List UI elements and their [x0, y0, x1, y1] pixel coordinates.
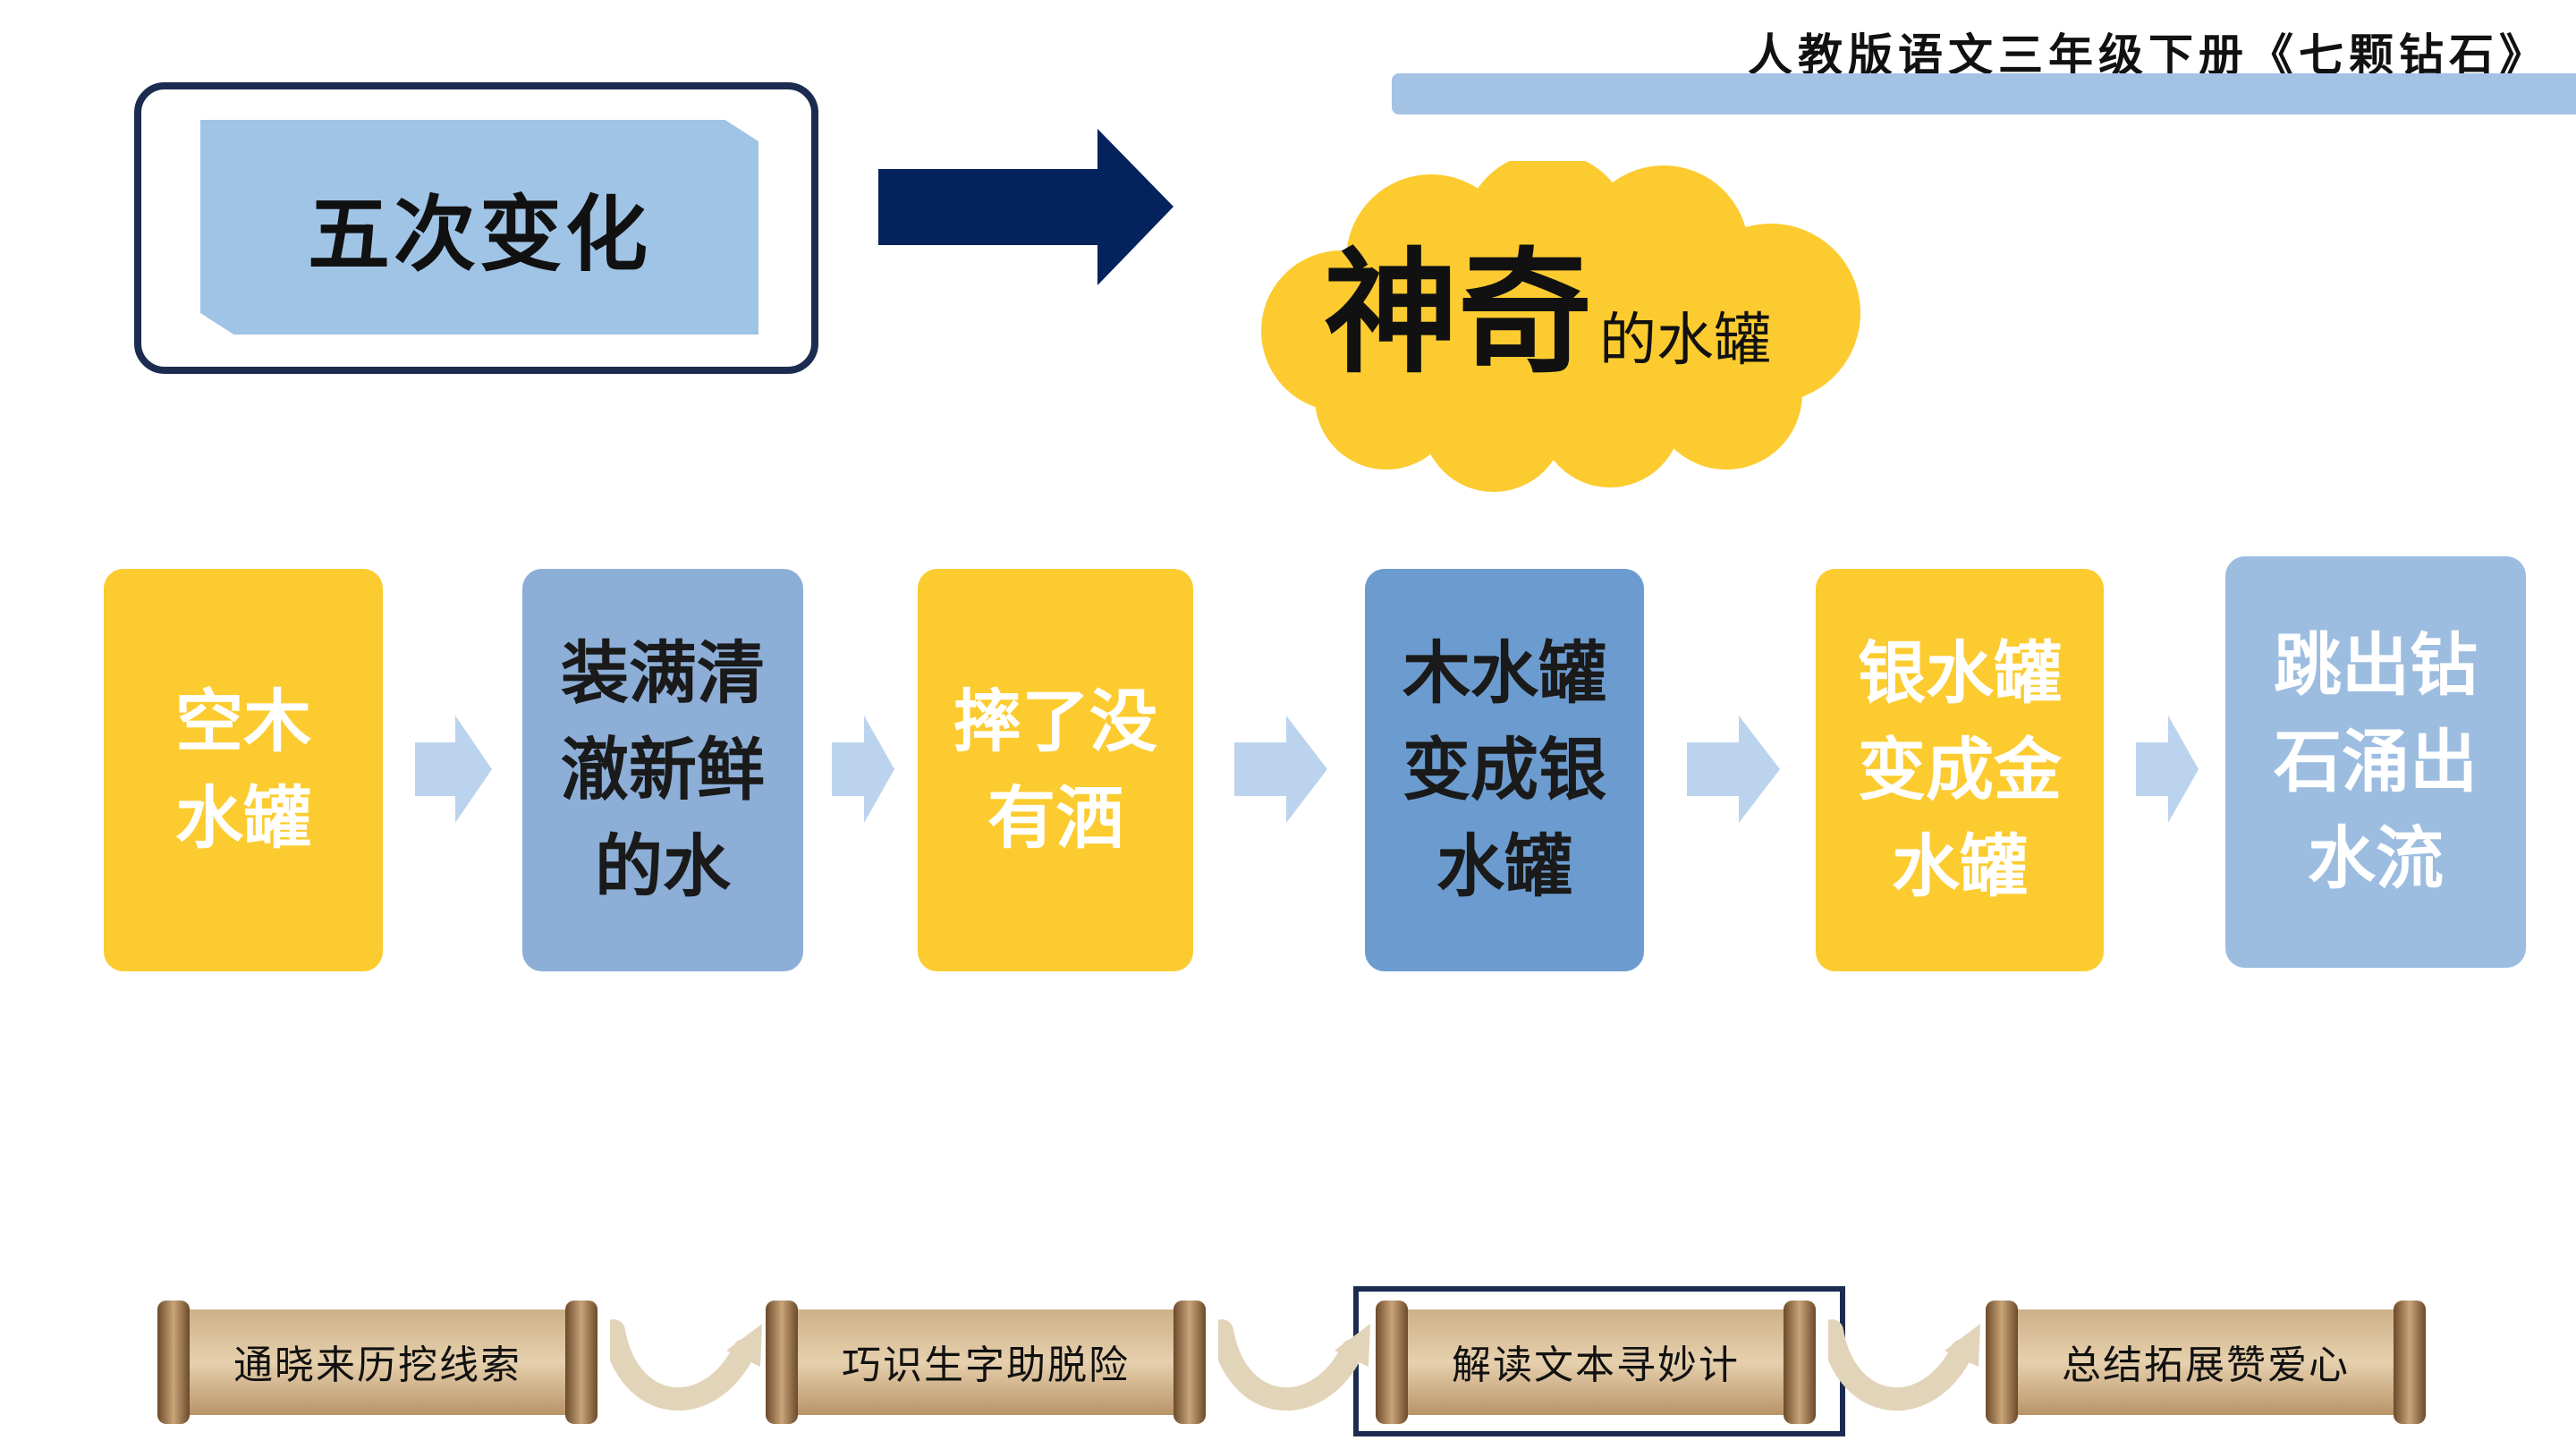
nav-scroll-2[interactable]: 巧识生字助脱险	[762, 1295, 1209, 1428]
flow-step-6: 跳出钻 石涌出 水流	[2225, 556, 2526, 968]
flow-step-2: 装满清 澈新鲜 的水	[522, 569, 803, 971]
section-label-box: 五次变化	[200, 120, 758, 335]
flow-step-text: 银水罐 变成金 水罐	[1858, 633, 2062, 906]
section-label: 五次变化	[307, 185, 651, 283]
curved-arrow-icon	[1218, 1319, 1370, 1411]
lesson-title: 人教版语文三年级下册《七颗钻石》	[1748, 30, 2549, 81]
flow-step-text: 装满清 澈新鲜 的水	[561, 633, 765, 906]
flow-step-3: 摔了没 有洒	[918, 569, 1193, 971]
nav-scroll-label: 总结拓展赞爱心	[2062, 1343, 2350, 1388]
right-arrow-icon	[878, 129, 1174, 285]
nav-scroll-label: 解读文本寻妙计	[1452, 1343, 1740, 1388]
cloud-emphasis: 神奇	[1324, 234, 1593, 392]
curved-arrow-icon	[1828, 1319, 1980, 1411]
flow-step-1: 空木 水罐	[104, 569, 383, 971]
cloud-caption: 神奇 的水罐	[1324, 219, 1878, 380]
header-bar	[1392, 73, 2576, 114]
scroll-icon	[157, 1301, 597, 1424]
flow-step-5: 银水罐 变成金 水罐	[1816, 569, 2104, 971]
flow-step-text: 摔了没 有洒	[953, 682, 1157, 858]
step-arrow-icon	[832, 716, 894, 823]
nav-scroll-label: 巧识生字助脱险	[842, 1343, 1130, 1388]
step-arrow-icon	[2136, 716, 2199, 823]
nav-scroll-3[interactable]: 解读文本寻妙计	[1372, 1295, 1819, 1428]
flow-step-text: 空木 水罐	[175, 682, 311, 858]
nav-scroll-4[interactable]: 总结拓展赞爱心	[1982, 1295, 2429, 1428]
step-arrow-icon	[415, 716, 492, 823]
flow-step-4: 木水罐 变成银 水罐	[1365, 569, 1644, 971]
step-arrow-icon	[1234, 716, 1327, 823]
scroll-icon	[766, 1301, 1206, 1424]
step-arrow-icon	[1687, 716, 1780, 823]
cloud-rest: 的水罐	[1599, 308, 1772, 374]
nav-scroll-label: 通晓来历挖线索	[233, 1343, 521, 1388]
scroll-icon	[1986, 1301, 2426, 1424]
scroll-icon	[1376, 1301, 1816, 1424]
nav-scroll-1[interactable]: 通晓来历挖线索	[154, 1295, 601, 1428]
cloud-shape	[1261, 161, 1860, 492]
flow-step-text: 木水罐 变成银 水罐	[1402, 633, 1606, 906]
flow-step-text: 跳出钻 石涌出 水流	[2274, 625, 2478, 898]
curved-arrow-icon	[610, 1319, 762, 1411]
